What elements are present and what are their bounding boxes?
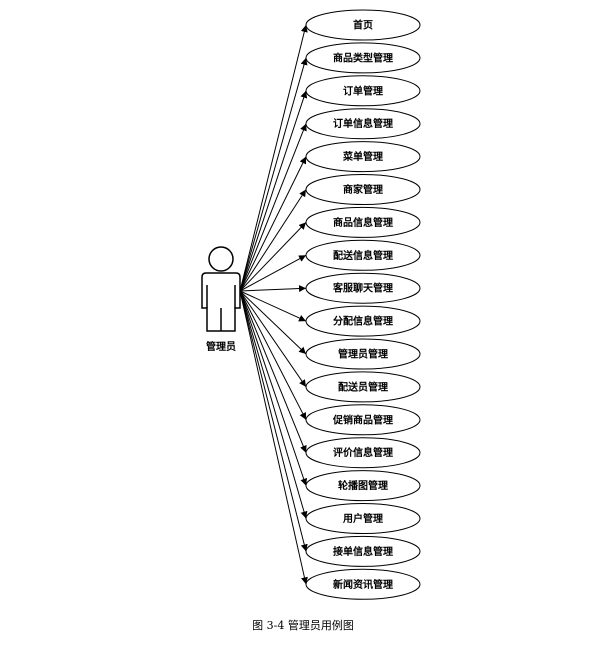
use-case-list: 首页商品类型管理订单管理订单信息管理菜单管理商家管理商品信息管理配送信息管理客服… xyxy=(305,9,421,600)
actor-label: 管理员 xyxy=(206,340,236,353)
use-case: 菜单管理 xyxy=(305,141,421,173)
use-case: 商品信息管理 xyxy=(305,206,421,238)
use-case-ellipse xyxy=(305,535,421,567)
use-case: 客服聊天管理 xyxy=(305,272,421,304)
use-case: 用户管理 xyxy=(305,503,421,534)
use-case: 配送员管理 xyxy=(305,371,421,403)
figure-caption: 图 3-4 管理员用例图 xyxy=(252,619,354,632)
use-case-ellipse xyxy=(305,174,421,205)
use-case: 订单信息管理 xyxy=(305,108,421,140)
use-case-label: 订单管理 xyxy=(343,84,383,97)
use-case-label: 用户管理 xyxy=(342,512,383,525)
association-arrow xyxy=(239,156,307,292)
use-case-ellipse xyxy=(305,108,421,140)
use-case-ellipse xyxy=(305,371,421,403)
person-icon xyxy=(201,246,241,332)
use-case-label: 商家管理 xyxy=(343,183,383,196)
association-arrow xyxy=(239,24,308,292)
association-arrow xyxy=(239,290,308,552)
association-arrow xyxy=(239,290,307,421)
use-case-label: 接单信息管理 xyxy=(333,545,393,558)
use-case: 配送信息管理 xyxy=(305,239,421,271)
use-case-ellipse xyxy=(305,239,421,271)
use-case-ellipse xyxy=(305,206,421,238)
use-case: 分配信息管理 xyxy=(305,305,421,337)
use-case: 商家管理 xyxy=(305,174,421,205)
use-case-label: 轮播图管理 xyxy=(338,479,388,492)
use-case-ellipse xyxy=(305,305,421,337)
association-arrow xyxy=(239,290,308,585)
use-case-label: 管理员管理 xyxy=(338,348,388,361)
use-case: 订单管理 xyxy=(305,75,421,107)
association-arrow xyxy=(239,284,307,292)
use-case-ellipse xyxy=(305,470,421,502)
use-case-label: 配送信息管理 xyxy=(333,249,393,262)
use-case-ellipse xyxy=(305,272,421,304)
use-case-ellipse xyxy=(305,141,421,173)
use-case-label: 新闻资讯管理 xyxy=(333,578,393,591)
use-case: 首页 xyxy=(305,9,421,41)
association-arrow xyxy=(239,290,307,453)
use-case-ellipse xyxy=(305,75,421,107)
use-case: 管理员管理 xyxy=(305,338,421,370)
use-case-ellipse xyxy=(305,568,421,600)
association-arrow xyxy=(239,290,307,388)
association-arrow xyxy=(239,189,307,292)
use-case-label: 首页 xyxy=(353,19,373,32)
use-case-label: 商品类型管理 xyxy=(333,51,393,64)
association-arrow xyxy=(239,123,307,292)
use-case-label: 促销商品管理 xyxy=(332,413,393,426)
use-case: 新闻资讯管理 xyxy=(305,568,421,600)
actor: 管理员 xyxy=(201,246,241,353)
use-case-label: 客服聊天管理 xyxy=(332,282,393,295)
use-case-label: 分配信息管理 xyxy=(333,315,393,328)
association-arrow xyxy=(239,290,308,519)
association-arrow xyxy=(239,290,308,486)
association-arrow xyxy=(239,222,307,292)
use-case-label: 菜单管理 xyxy=(342,150,383,163)
association-arrow xyxy=(239,90,308,292)
association-arrow xyxy=(239,290,307,322)
association-arrow xyxy=(239,57,308,292)
use-case: 促销商品管理 xyxy=(305,404,421,436)
use-case-ellipse xyxy=(305,338,421,370)
use-case-ellipse xyxy=(305,503,421,534)
association-lines xyxy=(239,24,308,585)
use-case-label: 订单信息管理 xyxy=(333,117,393,130)
use-case: 接单信息管理 xyxy=(305,535,421,567)
use-case-label: 配送员管理 xyxy=(338,380,388,393)
use-case-ellipse xyxy=(305,42,421,74)
use-case-ellipse xyxy=(305,9,421,41)
use-case-ellipse xyxy=(305,404,421,436)
association-arrow xyxy=(239,290,307,355)
association-arrow xyxy=(239,254,307,292)
use-case-label: 商品信息管理 xyxy=(333,216,393,229)
use-case-ellipse xyxy=(305,437,421,469)
use-case: 轮播图管理 xyxy=(305,470,421,502)
use-case-label: 评价信息管理 xyxy=(333,446,393,459)
use-case: 评价信息管理 xyxy=(305,437,421,469)
use-case: 商品类型管理 xyxy=(305,42,421,74)
